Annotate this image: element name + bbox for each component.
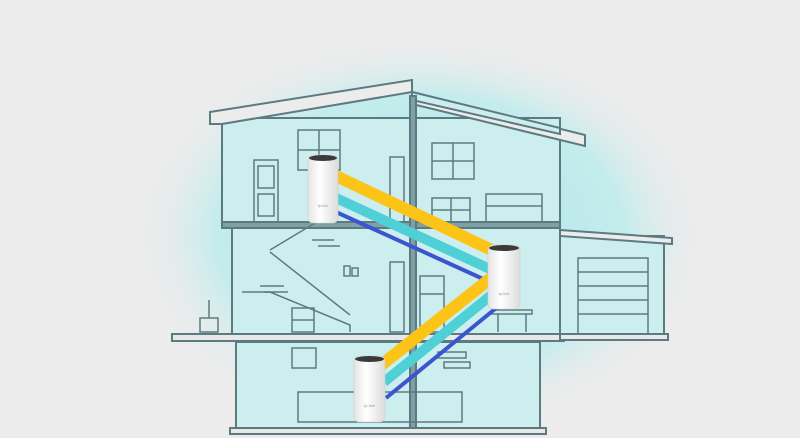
upper-floor-mesh-unit: tp-link — [307, 154, 339, 224]
middle-floor-mesh-unit: tp-link — [487, 244, 521, 310]
tp-link-logo: tp-link — [318, 203, 329, 208]
beam-yellow-lower — [376, 269, 500, 371]
furniture — [199, 129, 649, 423]
tp-link-logo: tp-link — [499, 291, 510, 296]
interior-wall — [409, 95, 417, 429]
porch-slab — [171, 333, 565, 342]
beam-cyan-lower — [380, 284, 504, 386]
beam-cyan-upper — [333, 193, 495, 275]
beam-yellow-upper — [333, 170, 499, 258]
basement-mesh-unit: tp-link — [353, 355, 386, 423]
beam-blue-lower — [384, 298, 508, 400]
beam-blue-upper — [335, 210, 493, 285]
wifi-beams — [333, 170, 508, 400]
garage-floor — [559, 333, 669, 341]
tp-link-logo: tp-link — [364, 403, 375, 408]
garage-roof — [559, 228, 673, 246]
ground-slab — [229, 427, 547, 435]
upper-floor — [221, 117, 561, 227]
roof-left — [209, 78, 413, 125]
